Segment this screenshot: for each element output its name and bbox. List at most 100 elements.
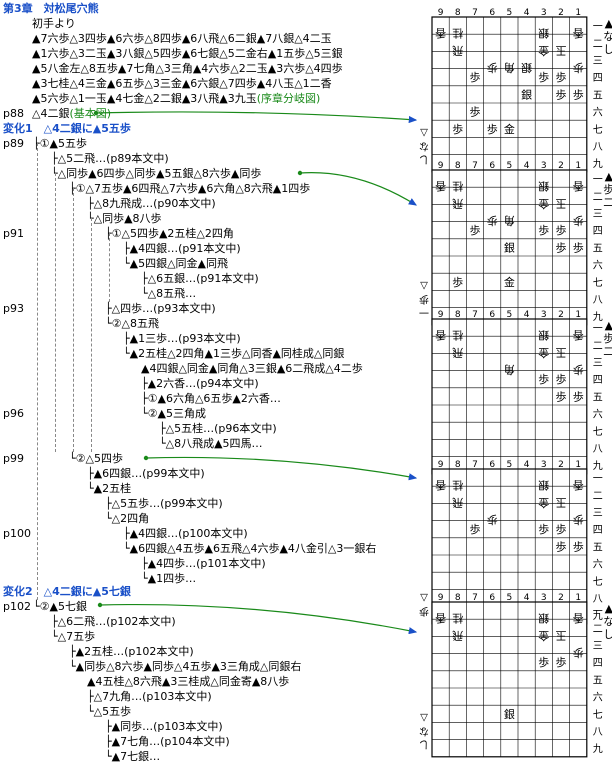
rank-label: 六 — [593, 559, 603, 571]
tree-guide — [37, 143, 38, 600]
intro-line-3: ▲5八金左△8五歩▲7七角△3三角▲4六歩△2二玉▲3六歩△4四歩 — [32, 62, 343, 75]
file-label: 2 — [558, 161, 564, 171]
tree-line: ├▲7七角…(p104本文中) — [105, 735, 230, 748]
tree-line: └△同歩▲6四歩△同歩▲5五銀△8六歩▲同歩 — [51, 167, 262, 180]
file-label: 5 — [507, 310, 513, 320]
board-piece: 玉 — [556, 44, 567, 57]
board-piece: 飛 — [452, 346, 463, 359]
board-piece: 歩 — [573, 513, 584, 527]
board-piece: 銀 — [521, 87, 532, 101]
file-label: 5 — [507, 593, 513, 603]
board-piece: 歩 — [487, 61, 498, 75]
file-label: 4 — [524, 161, 530, 171]
board-piece: 桂 — [452, 27, 463, 41]
board-piece: 歩 — [556, 372, 567, 386]
sente-hand: ▲ — [605, 170, 612, 183]
tree-line: └△7五歩 — [51, 630, 96, 643]
board-piece: 金 — [538, 197, 549, 211]
rank-label: 四 — [593, 375, 603, 386]
rank-label: 九 — [593, 743, 603, 755]
board-piece: 歩 — [470, 105, 481, 119]
sente-hand: 歩 — [603, 182, 612, 196]
file-label: 8 — [455, 8, 461, 18]
tree-line: ├△6五銀…(p91本文中) — [141, 272, 259, 285]
variation1-title: 変化1 △4二銀に▲5五歩 — [3, 122, 131, 135]
tree-line: ├▲4四銀…(p100本文中) — [123, 527, 248, 540]
tree-line: ├▲1三歩…(p93本文中) — [123, 332, 241, 345]
tree-line: ├▲2五桂…(p102本文中) — [69, 645, 194, 658]
file-label: 1 — [575, 8, 581, 18]
page-ref: p99 — [3, 452, 24, 465]
board-piece: 銀 — [504, 240, 515, 254]
tree-line: └△8五飛… — [141, 287, 197, 300]
board-piece: 歩 — [487, 214, 498, 228]
file-label: 1 — [575, 593, 581, 603]
file-label: 7 — [472, 460, 478, 470]
board-piece: 歩 — [573, 389, 584, 403]
board-piece: 歩 — [573, 363, 584, 377]
board-piece: 玉 — [556, 346, 567, 359]
board-piece: 歩 — [470, 223, 481, 237]
board-piece: 歩 — [470, 70, 481, 84]
file-label: 6 — [489, 593, 495, 603]
tree-line: ├△8九飛成…(p90本文中) — [87, 197, 216, 210]
tree-line: ├△四歩…(p93本文中) — [105, 302, 216, 315]
gote-hand: △ — [420, 280, 428, 291]
board-piece: 歩 — [556, 70, 567, 84]
tree-line: └②△8五飛 — [105, 317, 159, 330]
gote-hand: △ — [420, 127, 428, 138]
board-piece: 歩 — [538, 70, 549, 84]
board-piece: 金 — [538, 44, 549, 58]
kihon-page: p88 — [3, 107, 24, 120]
rank-label: 一 — [593, 22, 603, 33]
tree-line: └②△5四歩 — [69, 452, 123, 465]
file-label: 9 — [438, 310, 444, 320]
kihon-line: △4二銀(基本図) — [32, 107, 111, 120]
tree-guide — [55, 173, 56, 452]
board-piece: 角 — [504, 61, 515, 74]
board-piece: 角 — [504, 214, 515, 227]
file-label: 3 — [541, 460, 547, 470]
rank-label: 六 — [593, 260, 603, 272]
board-piece: 歩 — [573, 61, 584, 75]
file-label: 2 — [558, 8, 564, 18]
rank-label: 二 — [593, 341, 603, 352]
board-piece: 歩 — [556, 522, 567, 536]
tree-line: ▲4五桂△8六飛▲3三桂成△同金寄▲8八歩 — [87, 675, 290, 688]
file-label: 3 — [541, 310, 547, 320]
rank-label: 八 — [593, 727, 603, 738]
file-label: 4 — [524, 460, 530, 470]
tree-line: └②▲5七銀 — [33, 600, 87, 613]
board-piece: 歩 — [556, 240, 567, 254]
board-piece: 飛 — [452, 197, 463, 210]
board-piece: 歩 — [556, 539, 567, 553]
file-label: 6 — [489, 310, 495, 320]
page-ref: p93 — [3, 302, 24, 315]
board-piece: 桂 — [452, 612, 463, 626]
board-piece: 桂 — [452, 329, 463, 343]
board-piece: 香 — [573, 27, 584, 40]
board-piece: 歩 — [487, 122, 498, 136]
tree-line: └△8八飛成▲5四馬… — [159, 437, 263, 450]
gote-hand: 歩 — [419, 293, 429, 306]
board-piece: 香 — [435, 329, 446, 342]
page-ref: p91 — [3, 227, 24, 240]
file-label: 6 — [489, 161, 495, 171]
tree-guide — [91, 218, 92, 452]
tree-line: ├▲2六香…(p94本文中) — [141, 377, 259, 390]
board-piece: 歩 — [556, 87, 567, 101]
board-piece: 金 — [538, 629, 549, 643]
file-label: 7 — [472, 310, 478, 320]
rank-label: 二 — [593, 491, 603, 502]
tree-line: ├△6二飛…(p102本文中) — [51, 615, 176, 628]
sente-hand: な — [603, 615, 612, 628]
file-label: 8 — [455, 310, 461, 320]
board-piece: 金 — [504, 122, 515, 136]
board-piece: 歩 — [556, 389, 567, 403]
file-label: 9 — [438, 460, 444, 470]
board-piece: 歩 — [573, 646, 584, 660]
tree-line: └△同歩▲8八歩 — [87, 212, 162, 225]
rank-label: 七 — [593, 576, 603, 588]
tree-line: └▲2五桂 — [87, 482, 132, 495]
